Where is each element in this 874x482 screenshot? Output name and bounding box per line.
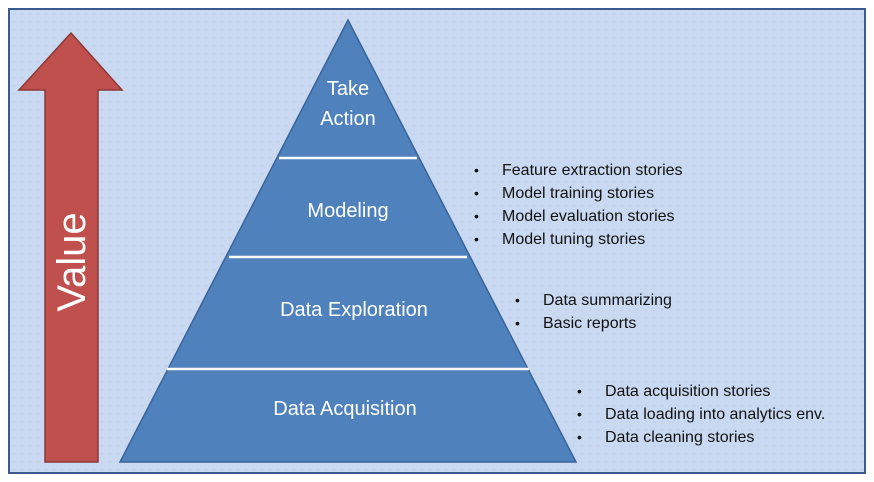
bullet-text: Feature extraction stories <box>502 162 683 179</box>
bullet-icon: • <box>474 162 479 178</box>
tier-label-take-action-line-2: Action <box>320 108 376 130</box>
bullet-icon: • <box>577 406 582 422</box>
list-item: • Data acquisition stories <box>577 380 825 403</box>
list-item: • Basic reports <box>515 312 672 335</box>
bullet-icon: • <box>515 315 520 331</box>
data-exploration-bullet-list: • Data summarizing • Basic reports <box>515 289 672 335</box>
data-acquisition-bullet-list: • Data acquisition stories • Data loading … <box>577 380 825 449</box>
pyramid: Take Action Modeling Data Exploration Da… <box>118 18 578 463</box>
bullet-icon: • <box>577 429 582 445</box>
tier-label-modeling: Modeling <box>307 200 388 222</box>
list-item: • Model training stories <box>474 182 683 205</box>
modeling-bullet-list: • Feature extraction stories • Model train… <box>474 159 683 251</box>
bullet-text: Data cleaning stories <box>605 429 755 446</box>
tier-label-data-acquisition: Data Acquisition <box>273 398 416 420</box>
bullet-text: Model training stories <box>502 185 655 202</box>
bullet-text: Data summarizing <box>543 292 672 309</box>
bullet-icon: • <box>515 292 520 308</box>
bullet-icon: • <box>474 231 479 247</box>
list-item: • Model tuning stories <box>474 228 683 251</box>
bullet-text: Model evaluation stories <box>502 208 675 225</box>
bullet-text: Data acquisition stories <box>605 383 771 400</box>
tier-label-take-action-line-1: Take <box>327 78 369 100</box>
value-arrow-label: Value <box>50 212 94 311</box>
bullet-icon: • <box>474 185 479 201</box>
list-item: • Model evaluation stories <box>474 205 683 228</box>
list-item: • Data summarizing <box>515 289 672 312</box>
bullet-icon: • <box>474 208 479 224</box>
tier-label-data-exploration: Data Exploration <box>280 299 428 321</box>
list-item: • Data cleaning stories <box>577 426 825 449</box>
value-arrow-shape <box>17 31 124 463</box>
bullet-icon: • <box>577 383 582 399</box>
bullet-text: Model tuning stories <box>502 231 646 248</box>
value-arrow: Value <box>17 31 124 463</box>
bullet-text: Basic reports <box>543 315 637 332</box>
list-item: • Feature extraction stories <box>474 159 683 182</box>
bullet-text: Data loading into analytics env. <box>605 406 826 423</box>
list-item: • Data loading into analytics env. <box>577 403 825 426</box>
pyramid-shape <box>118 18 578 463</box>
